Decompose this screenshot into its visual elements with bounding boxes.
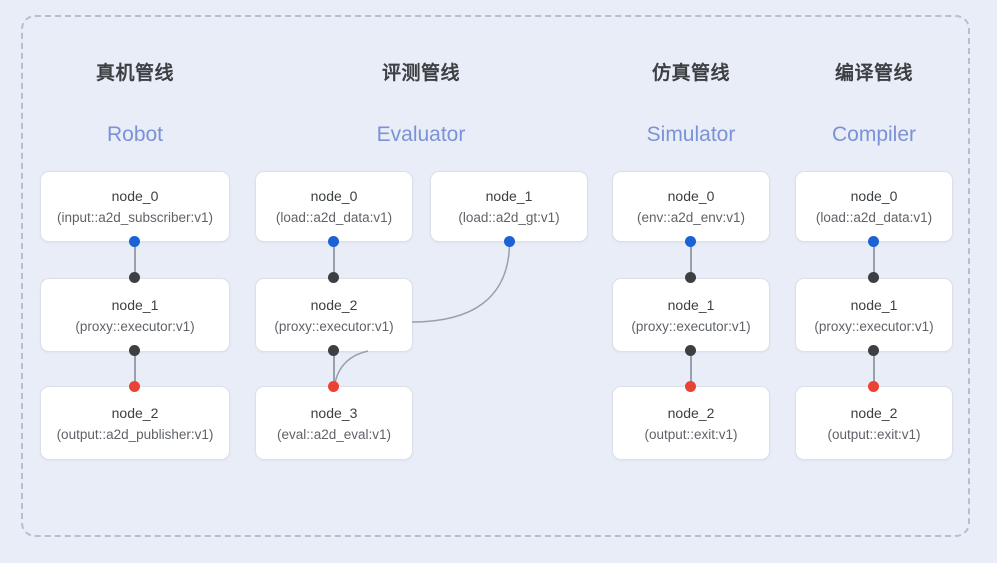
port-input-compiler-1[interactable] — [868, 272, 879, 283]
node-compiler-1[interactable]: node_1 (proxy::executor:v1) — [795, 278, 953, 352]
node-spec: (input::a2d_subscriber:v1) — [56, 210, 214, 225]
edge-eval-2-to-3 — [333, 350, 335, 388]
node-simulator-2[interactable]: node_2 (output::exit:v1) — [612, 386, 770, 460]
port-input-robot-1[interactable] — [129, 272, 140, 283]
edge-robot-0-to-1 — [134, 240, 136, 280]
node-name: node_0 — [667, 188, 715, 204]
node-evaluator-1[interactable]: node_1 (load::a2d_gt:v1) — [430, 171, 588, 242]
port-output-robot-0[interactable] — [129, 236, 140, 247]
edge-robot-1-to-2 — [134, 350, 136, 388]
port-output-evaluator-0[interactable] — [328, 236, 339, 247]
port-output-compiler-1[interactable] — [868, 345, 879, 356]
node-robot-2[interactable]: node_2 (output::a2d_publisher:v1) — [40, 386, 230, 460]
node-spec: (output::a2d_publisher:v1) — [56, 426, 214, 442]
node-spec: (load::a2d_gt:v1) — [458, 210, 560, 225]
edge-eval-0-to-2 — [333, 240, 335, 280]
column-title-cn-robot: 真机管线 — [95, 63, 174, 84]
node-name: node_1 — [485, 188, 533, 204]
column-title-en-compiler: Compiler — [831, 123, 917, 146]
node-evaluator-2[interactable]: node_2 (proxy::executor:v1) — [255, 278, 413, 352]
node-spec: (output::exit:v1) — [827, 426, 921, 442]
node-spec: (load::a2d_data:v1) — [275, 210, 393, 225]
node-spec: (output::exit:v1) — [644, 426, 738, 442]
node-robot-1[interactable]: node_1 (proxy::executor:v1) — [40, 278, 230, 352]
port-input-evaluator-2[interactable] — [328, 272, 339, 283]
node-name: node_2 — [850, 404, 898, 421]
node-name: node_2 — [310, 296, 358, 313]
column-title-cn-compiler: 编译管线 — [834, 63, 913, 84]
node-simulator-1[interactable]: node_1 (proxy::executor:v1) — [612, 278, 770, 352]
node-name: node_1 — [850, 296, 898, 313]
node-name: node_2 — [111, 404, 159, 421]
node-evaluator-3[interactable]: node_3 (eval::a2d_eval:v1) — [255, 386, 413, 460]
node-spec: (env::a2d_env:v1) — [636, 210, 746, 225]
node-simulator-0[interactable]: node_0 (env::a2d_env:v1) — [612, 171, 770, 242]
node-name: node_0 — [310, 188, 358, 204]
node-spec: (proxy::executor:v1) — [75, 318, 195, 334]
node-spec: (proxy::executor:v1) — [274, 318, 394, 334]
edge-comp-1-to-2 — [873, 350, 875, 388]
node-spec: (proxy::executor:v1) — [814, 318, 934, 334]
node-evaluator-0[interactable]: node_0 (load::a2d_data:v1) — [255, 171, 413, 242]
column-title-en-robot: Robot — [106, 123, 164, 146]
column-title-en-evaluator: Evaluator — [376, 123, 466, 146]
port-input-simulator-2[interactable] — [685, 381, 696, 392]
node-name: node_1 — [667, 296, 715, 313]
port-output-simulator-0[interactable] — [685, 236, 696, 247]
node-name: node_0 — [111, 188, 159, 204]
node-robot-0[interactable]: node_0 (input::a2d_subscriber:v1) — [40, 171, 230, 242]
node-compiler-0[interactable]: node_0 (load::a2d_data:v1) — [795, 171, 953, 242]
port-output-robot-1[interactable] — [129, 345, 140, 356]
node-spec: (proxy::executor:v1) — [631, 318, 751, 334]
node-name: node_3 — [310, 404, 358, 421]
port-input-evaluator-3[interactable] — [328, 381, 339, 392]
column-title-en-simulator: Simulator — [646, 123, 736, 146]
column-title-cn-simulator: 仿真管线 — [651, 63, 730, 84]
edge-comp-0-to-1 — [873, 240, 875, 280]
node-spec: (load::a2d_data:v1) — [815, 210, 933, 225]
port-output-simulator-1[interactable] — [685, 345, 696, 356]
port-output-compiler-0[interactable] — [868, 236, 879, 247]
port-input-compiler-2[interactable] — [868, 381, 879, 392]
node-name: node_0 — [850, 188, 898, 204]
port-output-evaluator-2[interactable] — [328, 345, 339, 356]
column-title-cn-evaluator: 评测管线 — [381, 63, 460, 84]
edge-sim-1-to-2 — [690, 350, 692, 388]
node-compiler-2[interactable]: node_2 (output::exit:v1) — [795, 386, 953, 460]
port-input-robot-2[interactable] — [129, 381, 140, 392]
port-output-evaluator-1[interactable] — [504, 236, 515, 247]
node-name: node_2 — [667, 404, 715, 421]
node-name: node_1 — [111, 296, 159, 313]
node-spec: (eval::a2d_eval:v1) — [276, 426, 392, 442]
port-input-simulator-1[interactable] — [685, 272, 696, 283]
edge-sim-0-to-1 — [690, 240, 692, 280]
